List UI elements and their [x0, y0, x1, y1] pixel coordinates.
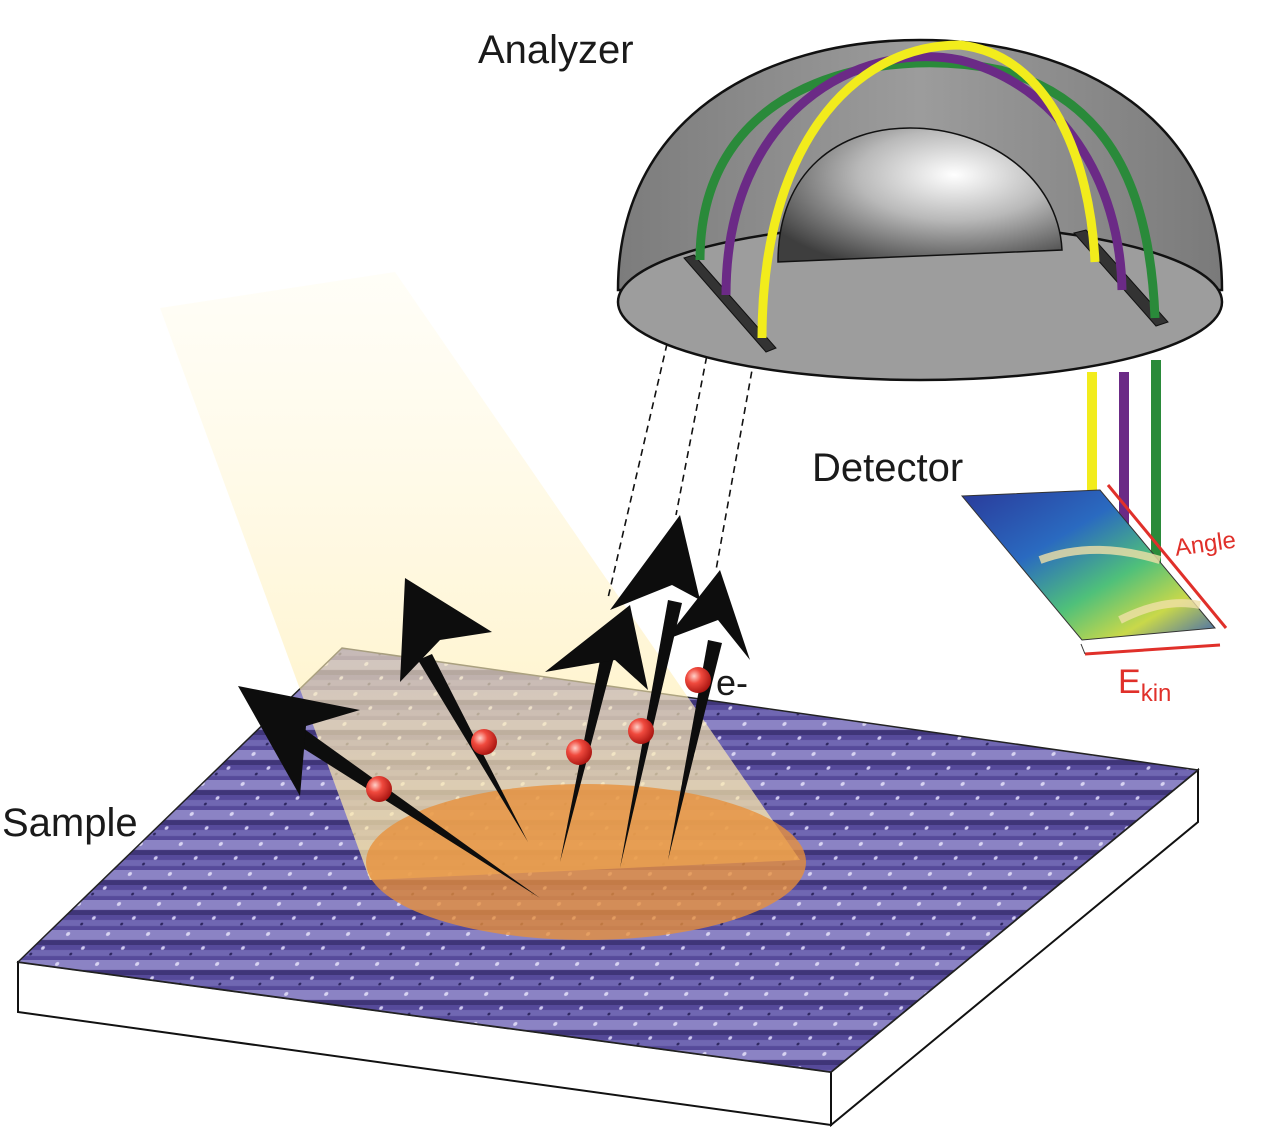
inner-sphere: [777, 127, 1063, 263]
angle-axis: [1106, 484, 1228, 629]
ekin-subscript: kin: [1140, 680, 1172, 707]
arrow-4-head: [610, 515, 700, 610]
electron-2: [471, 729, 497, 755]
path-yellow: [757, 40, 1100, 339]
arrow-5-head: [665, 570, 750, 660]
sample-label: Sample: [2, 801, 138, 845]
electron-5: [685, 667, 711, 693]
arrow-3-head: [545, 605, 648, 690]
arrow-5-shaft: [668, 640, 722, 860]
entrance-slit: [683, 254, 777, 353]
beam-spot: [366, 784, 806, 940]
path-purple: [721, 52, 1127, 296]
arrow-1-shaft: [290, 726, 540, 898]
detector-edge-tick: [1080, 643, 1086, 655]
detector-plate: [960, 489, 1216, 641]
detector: [960, 484, 1228, 656]
electron-1: [366, 776, 392, 802]
electron-label: e-: [716, 662, 749, 703]
electrons: [366, 667, 711, 802]
detector-label: Detector: [812, 446, 964, 490]
detector-band: [1038, 545, 1162, 564]
arrow-1-head: [238, 686, 360, 796]
ekin-axis-label: Ekin: [1118, 663, 1171, 706]
ekin-axis: [1084, 643, 1221, 656]
detector-band-2: [1118, 599, 1201, 624]
electron-3: [566, 739, 592, 765]
electron-4: [628, 718, 654, 744]
ekin-main: E: [1118, 663, 1141, 701]
analyzer-label: Analyzer: [478, 28, 634, 72]
analyzer: [616, 38, 1224, 382]
arrow-2-head: [400, 578, 492, 682]
